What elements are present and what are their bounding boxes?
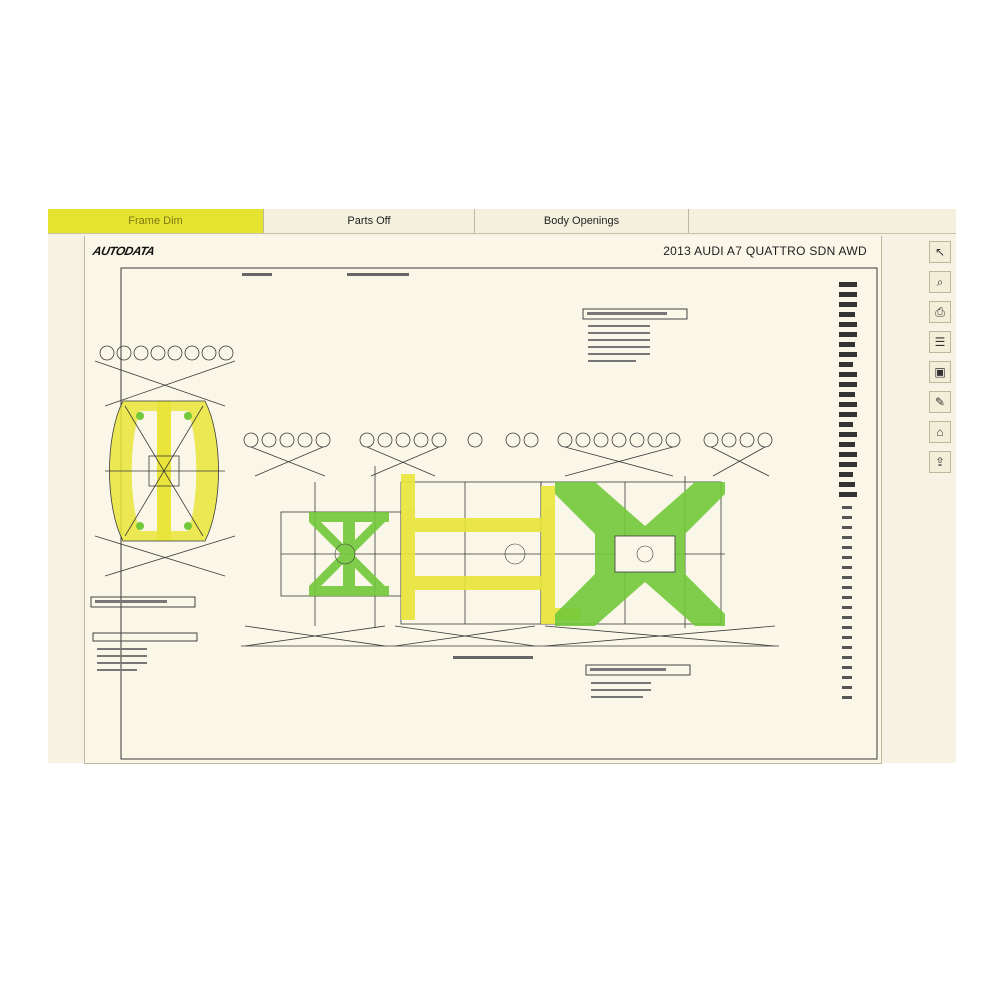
right-toolbar: ↖ ⌕ ⎙ ☰ ▣ ✎ ⌂ ⇪: [923, 239, 956, 501]
export-icon[interactable]: ⇪: [929, 451, 951, 473]
measure-icon[interactable]: ✎: [929, 391, 951, 413]
tab-body-openings[interactable]: Body Openings: [475, 209, 689, 233]
layers-icon[interactable]: ☰: [929, 331, 951, 353]
vehicle-title: 2013 AUDI A7 QUATTRO SDN AWD: [663, 244, 867, 258]
app-window: Frame Dim Parts Off Body Openings AUTODA…: [48, 209, 956, 764]
tab-bar: Frame Dim Parts Off Body Openings: [48, 209, 956, 234]
zoom-icon[interactable]: ⌕: [929, 271, 951, 293]
tab-frame-dim[interactable]: Frame Dim: [48, 209, 264, 233]
diagram-sheet: AUTODATA 2013 AUDI A7 QUATTRO SDN AWD: [84, 236, 882, 764]
tab-parts-off[interactable]: Parts Off: [264, 209, 475, 233]
image-icon[interactable]: ▣: [929, 361, 951, 383]
print-preview-icon[interactable]: ⌂: [929, 421, 951, 443]
pointer-icon[interactable]: ↖: [929, 241, 951, 263]
print-icon[interactable]: ⎙: [929, 301, 951, 323]
frame-dimension-drawing: [90, 267, 878, 760]
